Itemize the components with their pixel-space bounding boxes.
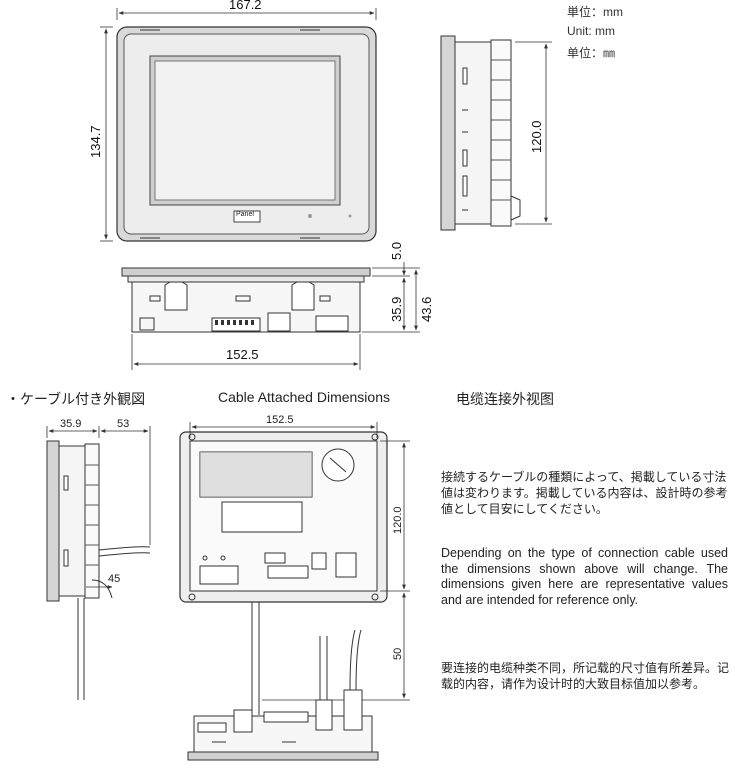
rear-width-dimension: 152.5 [266, 414, 294, 426]
side-height-dimension: 120.0 [529, 120, 544, 153]
cable-bend-dimension: 45 [108, 573, 121, 585]
bottom-depth-total-dimension: 43.6 [419, 296, 434, 322]
cable-side-cable-dimension: 53 [117, 418, 130, 430]
unit-label-en: Unit: mm [567, 24, 615, 38]
cable-side-depth-dimension: 35.9 [60, 418, 82, 430]
section-title-ja: ・ケーブル付き外観図 [6, 391, 146, 407]
rear-view [179, 431, 388, 715]
note-zh: 要连接的电缆种类不同，所记载的尺寸值有所差异。记载的内容，请作为设计时的大致目标… [441, 661, 730, 691]
cable-side-dimensions [46, 426, 151, 589]
front-dimensions [100, 8, 377, 242]
logo-badge: Panel [236, 211, 254, 218]
rear-dimensions [189, 422, 410, 701]
front-height-dimension: 134.7 [88, 125, 103, 158]
side-view [440, 35, 521, 231]
note-ja: 接続するケーブルの種類によって、掲載している寸法値は変わります。掲載している内容… [441, 470, 728, 516]
bottom-width-dimension: 152.5 [226, 347, 259, 362]
bottom-depth-top-dimension: 5.0 [389, 241, 404, 260]
cable-bottom-view [187, 629, 379, 761]
cable-side-view [46, 440, 151, 700]
unit-label-zh: 单位：㎜ [567, 46, 616, 60]
rear-cable-dimension: 50 [392, 647, 404, 660]
bottom-depth-body-dimension: 35.9 [389, 296, 404, 322]
front-width-dimension: 167.2 [229, 0, 262, 12]
unit-label-ja: 単位：mm [567, 5, 623, 19]
bottom-view [121, 267, 371, 333]
front-view [116, 26, 377, 242]
side-dimensions [515, 41, 552, 225]
section-title-zh: 电缆连接外视图 [456, 391, 554, 407]
bottom-dimensions [131, 262, 420, 370]
rear-height-dimension: 120.0 [392, 506, 404, 534]
section-title-en: Cable Attached Dimensions [218, 389, 390, 405]
note-en: Depending on the type of connection cabl… [441, 546, 728, 607]
